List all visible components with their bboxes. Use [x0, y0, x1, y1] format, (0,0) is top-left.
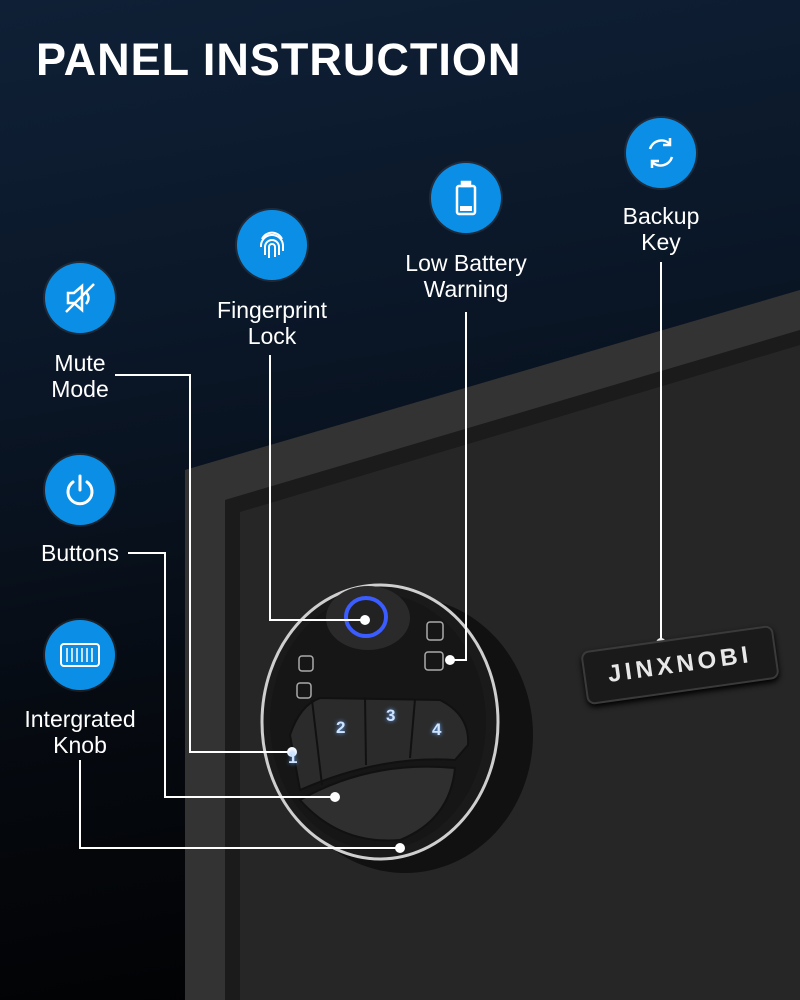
knob-grip-icon: [45, 620, 115, 690]
page-title: PANEL INSTRUCTION: [36, 34, 522, 85]
callout-lines: [79, 262, 662, 849]
key-2: 2: [336, 718, 346, 737]
key-3: 3: [386, 706, 396, 725]
buttons-label: Buttons: [41, 540, 119, 566]
key-4: 4: [432, 720, 442, 739]
mute-speaker-icon: [45, 263, 115, 333]
power-icon: [45, 455, 115, 525]
refresh-icon: [626, 118, 696, 188]
battery-icon: [431, 163, 501, 233]
key-1: 1: [288, 748, 298, 767]
fingerprint-icon: [237, 210, 307, 280]
